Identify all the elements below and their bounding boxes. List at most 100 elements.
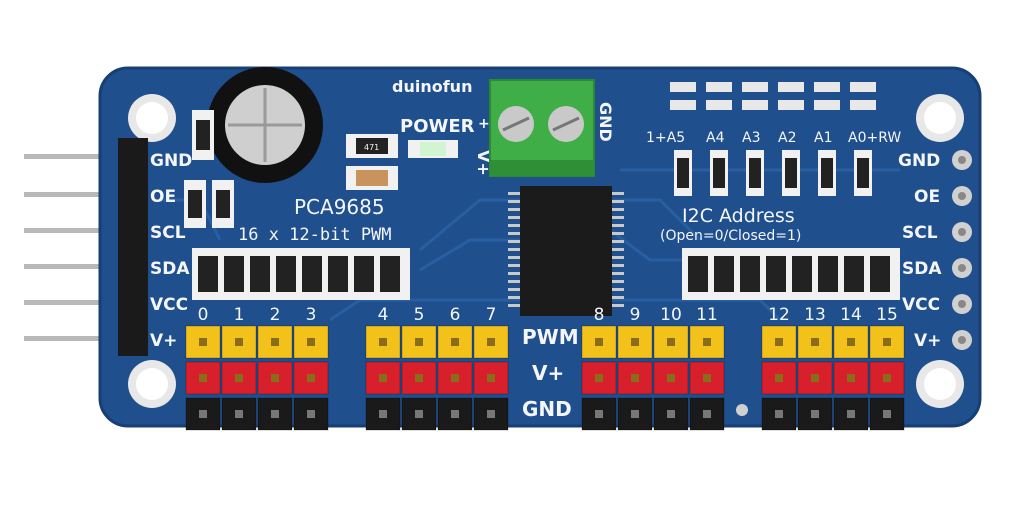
servo-pin-tip-pwm-ch10 <box>667 338 675 346</box>
servo-pin-tip-gnd-ch0 <box>199 410 207 418</box>
servo-pin-tip-vplus-ch6 <box>451 374 459 382</box>
address-pad-a2: A2 <box>778 130 796 146</box>
i2c-address-note: (Open=0/Closed=1) <box>660 228 801 244</box>
servo-pin-tip-gnd-ch8 <box>595 410 603 418</box>
servo-pin-tip-vplus-ch13 <box>811 374 819 382</box>
servo-pin-tip-vplus-ch0 <box>199 374 207 382</box>
brand-text: duinofun <box>392 77 472 96</box>
servo-pin-tip-gnd-ch12 <box>775 410 783 418</box>
channel-label-6: 6 <box>450 305 461 325</box>
servo-pin-tip-vplus-ch15 <box>883 374 891 382</box>
servo-pin-tip-pwm-ch5 <box>415 338 423 346</box>
left-pin-label-oe: OE <box>150 187 176 207</box>
channel-label-12: 12 <box>768 305 790 325</box>
channel-label-13: 13 <box>804 305 826 325</box>
row-label-pwm: PWM <box>522 325 579 349</box>
address-pad-a3: A3 <box>742 130 760 146</box>
servo-pin-tip-vplus-ch5 <box>415 374 423 382</box>
servo-pin-tip-gnd-ch15 <box>883 410 891 418</box>
chip-name-label: PCA9685 <box>294 195 385 219</box>
servo-pin-tip-vplus-ch4 <box>379 374 387 382</box>
channel-label-1: 1 <box>234 305 245 325</box>
resistor-network-left <box>192 248 410 300</box>
servo-pin-tip-pwm-ch1 <box>235 338 243 346</box>
servo-pin-tip-pwm-ch9 <box>631 338 639 346</box>
left-pin-header <box>118 138 148 356</box>
servo-pin-tip-pwm-ch3 <box>307 338 315 346</box>
servo-pin-tip-pwm-ch15 <box>883 338 891 346</box>
channel-label-11: 11 <box>696 305 718 325</box>
right-pin-label-vplus: V+ <box>914 331 941 351</box>
power-label: POWER <box>400 116 475 137</box>
address-pad-a5: 1+A5 <box>646 130 685 146</box>
mounting-holes <box>128 94 964 408</box>
servo-pin-tip-gnd-ch2 <box>271 410 279 418</box>
servo-pin-tip-gnd-ch4 <box>379 410 387 418</box>
left-pin-label-scl: SCL <box>150 223 186 243</box>
left-pin-label-sda: SDA <box>150 259 190 279</box>
cap-code: 471 <box>364 143 379 152</box>
servo-pin-tip-gnd-ch6 <box>451 410 459 418</box>
pca9685-chip <box>508 186 624 316</box>
right-pin-label-scl: SCL <box>902 223 938 243</box>
address-pad-a0: A0+RW <box>848 130 901 146</box>
servo-pin-tip-gnd-ch14 <box>847 410 855 418</box>
right-pin-label-sda: SDA <box>902 259 942 279</box>
servo-pin-vplus-ch9 <box>617 361 653 395</box>
row-label-gnd: GND <box>522 397 572 421</box>
channel-label-14: 14 <box>840 305 862 325</box>
electrolytic-capacitor <box>207 67 323 183</box>
via-hole <box>736 404 748 416</box>
servo-pin-tip-vplus-ch2 <box>271 374 279 382</box>
channel-label-4: 4 <box>378 305 389 325</box>
address-pad-labels: 1+A5 A4 A3 A2 A1 A0+RW <box>646 130 901 146</box>
servo-headers <box>185 325 905 431</box>
servo-pin-tip-pwm-ch13 <box>811 338 819 346</box>
right-pin-label-vcc: VCC <box>902 295 940 315</box>
servo-pin-tip-vplus-ch3 <box>307 374 315 382</box>
left-pin-header-wires <box>24 154 142 341</box>
right-pin-label-oe: OE <box>914 187 940 207</box>
servo-pin-pwm-ch2 <box>257 325 293 359</box>
servo-pin-tip-pwm-ch6 <box>451 338 459 346</box>
address-pad-a1: A1 <box>814 130 832 146</box>
left-pin-labels: GND OE SCL SDA VCC V+ <box>150 151 192 351</box>
servo-pin-tip-gnd-ch3 <box>307 410 315 418</box>
servo-pin-gnd-ch5 <box>401 397 437 431</box>
servo-pin-tip-vplus-ch14 <box>847 374 855 382</box>
servo-pin-tip-pwm-ch12 <box>775 338 783 346</box>
right-pin-pads <box>952 150 972 350</box>
channel-label-3: 3 <box>306 305 317 325</box>
terminal-gnd-label: GND <box>596 102 615 142</box>
channel-label-0: 0 <box>198 305 209 325</box>
row-label-vplus: V+ <box>532 361 564 385</box>
servo-pin-tip-vplus-ch8 <box>595 374 603 382</box>
right-pin-label-gnd: GND <box>898 151 940 171</box>
servo-pin-tip-vplus-ch9 <box>631 374 639 382</box>
servo-pin-tip-gnd-ch5 <box>415 410 423 418</box>
servo-pin-gnd-ch13 <box>797 397 833 431</box>
channel-label-8: 8 <box>594 305 605 325</box>
address-resistors <box>674 150 872 196</box>
channel-label-5: 5 <box>414 305 425 325</box>
terminal-plus-label: + <box>478 116 490 132</box>
left-pin-label-gnd: GND <box>150 151 192 171</box>
left-pin-label-vplus: V+ <box>150 331 177 351</box>
channel-label-9: 9 <box>630 305 641 325</box>
servo-pin-tip-pwm-ch0 <box>199 338 207 346</box>
servo-pin-tip-vplus-ch1 <box>235 374 243 382</box>
servo-pin-tip-gnd-ch13 <box>811 410 819 418</box>
terminal-vplus-label: V+ <box>474 150 493 176</box>
screw-terminal <box>489 79 595 177</box>
smd-components-left: 471 <box>184 110 458 228</box>
i2c-address-title: I2C Address <box>682 205 795 227</box>
left-pin-label-vcc: VCC <box>150 295 188 315</box>
servo-pin-tip-vplus-ch10 <box>667 374 675 382</box>
servo-pin-tip-pwm-ch14 <box>847 338 855 346</box>
servo-pin-tip-pwm-ch4 <box>379 338 387 346</box>
servo-pin-tip-pwm-ch2 <box>271 338 279 346</box>
channel-label-7: 7 <box>486 305 497 325</box>
servo-pin-tip-gnd-ch1 <box>235 410 243 418</box>
